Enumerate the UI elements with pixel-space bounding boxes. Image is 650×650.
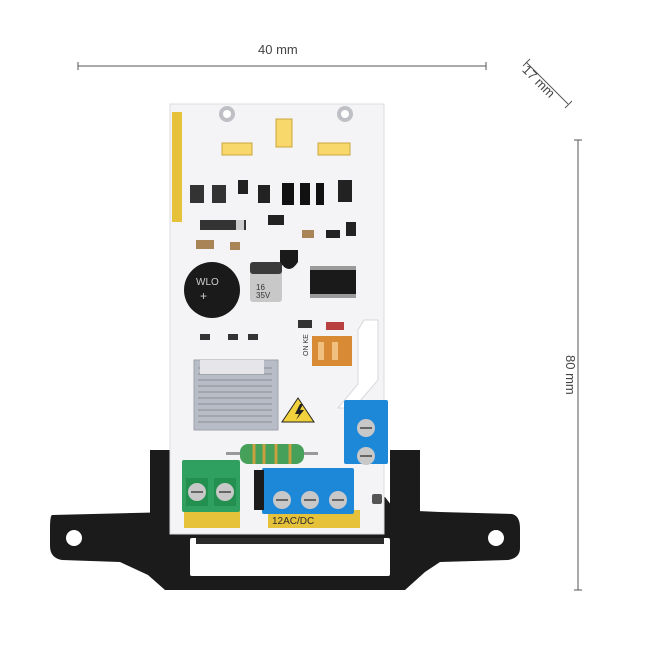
capacitor-large-text: WLO — [196, 277, 219, 288]
width-dimension — [77, 62, 487, 70]
width-label: 40 mm — [258, 42, 298, 57]
svg-text:+: + — [200, 289, 207, 303]
high-voltage-warning-icon — [281, 397, 315, 423]
green-terminal-block — [182, 460, 240, 512]
height-dimension — [574, 139, 582, 591]
height-label: 80 mm — [563, 355, 578, 395]
blue-terminal-2pin — [344, 400, 388, 465]
svg-text:16: 16 — [256, 283, 265, 292]
depth-dimension — [522, 58, 573, 109]
blue-terminal-3pin — [254, 468, 354, 514]
terminal-label: 12AC/DC — [272, 516, 314, 527]
svg-text:35V: 35V — [256, 291, 271, 300]
dip-switch-text: ON KE — [303, 334, 310, 356]
